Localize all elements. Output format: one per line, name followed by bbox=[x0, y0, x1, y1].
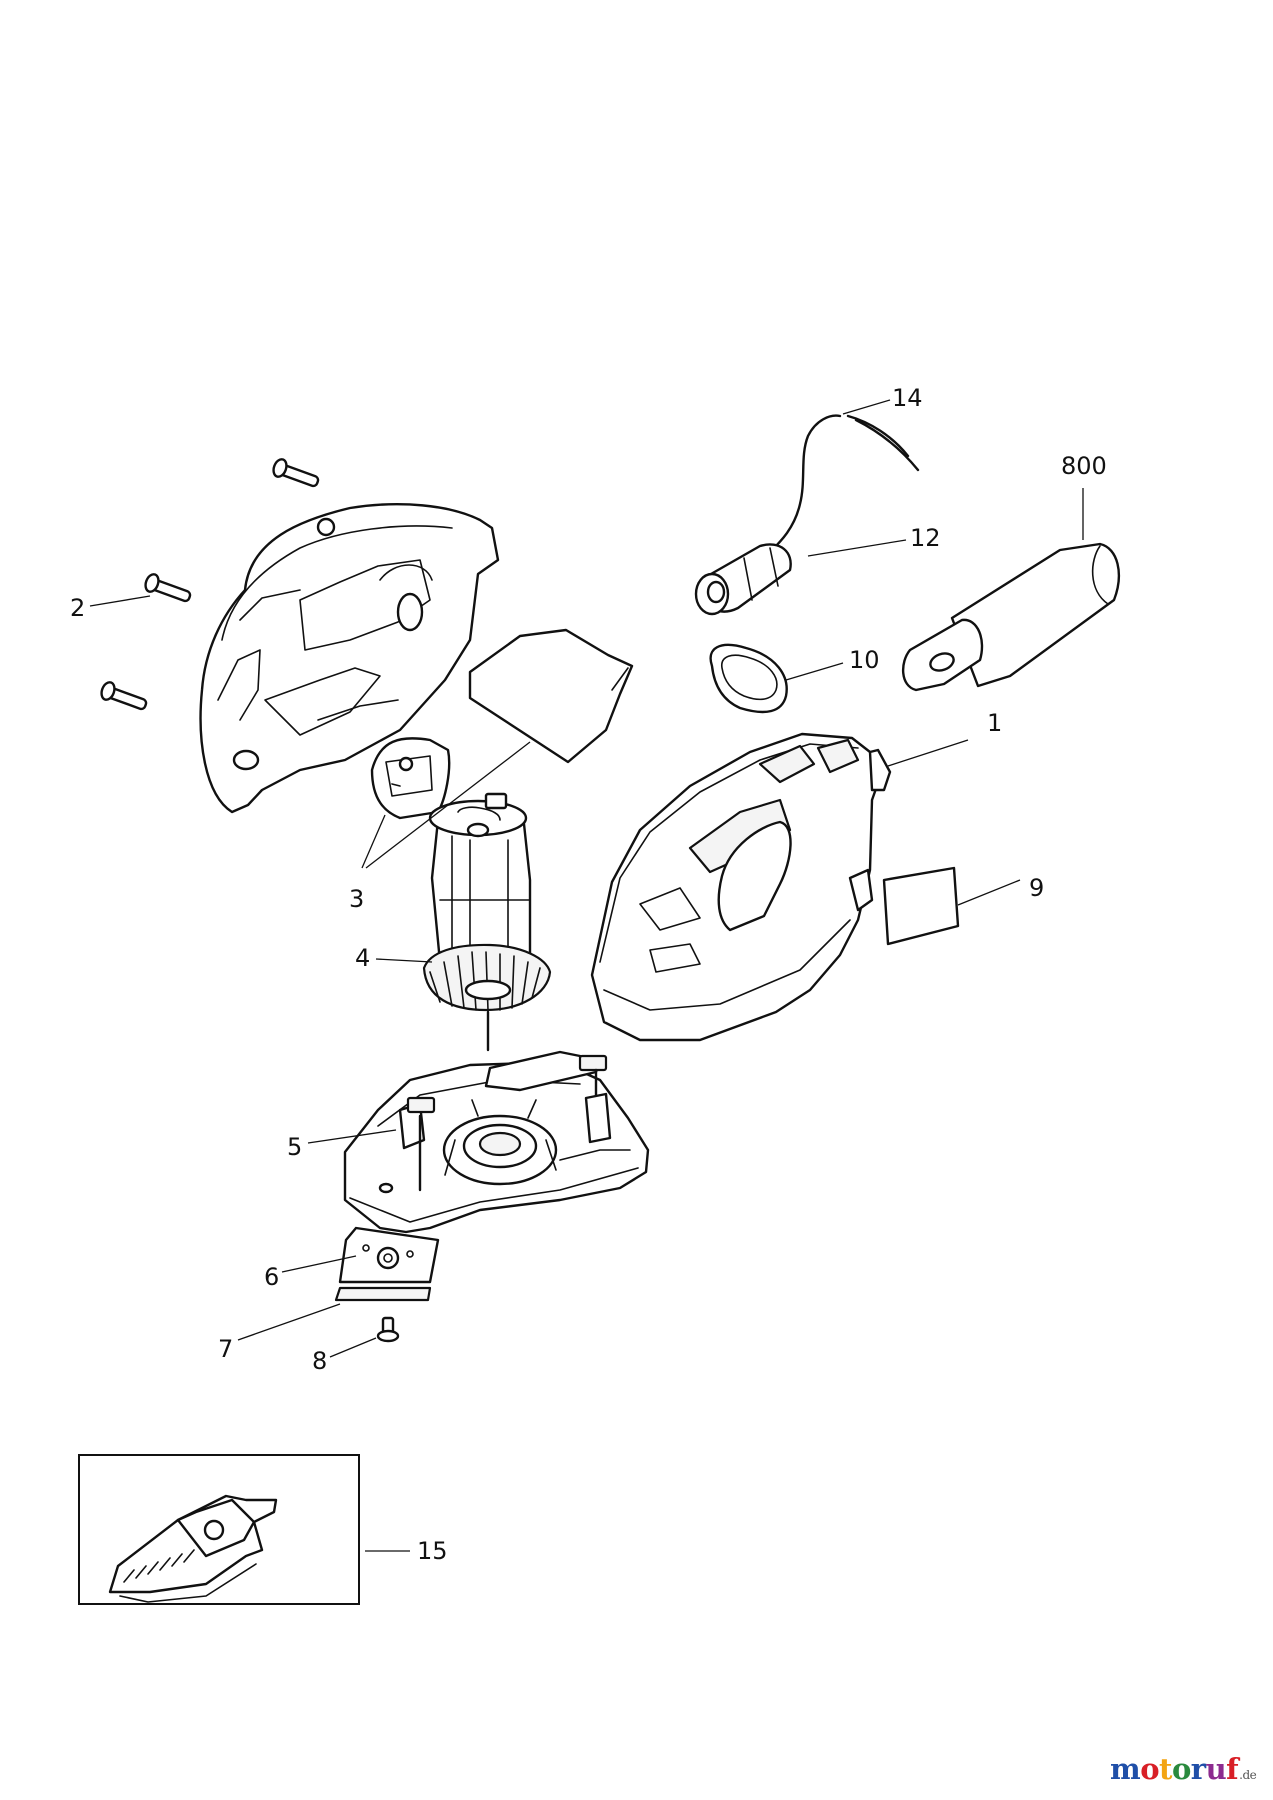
callout-12: 12 bbox=[910, 524, 941, 552]
watermark-letter: o bbox=[1171, 1752, 1191, 1786]
callout-9: 9 bbox=[1029, 874, 1044, 902]
watermark-letter: f bbox=[1226, 1752, 1239, 1786]
leader-4 bbox=[375, 958, 433, 963]
leader-3b bbox=[365, 741, 531, 869]
leader-7 bbox=[237, 1303, 341, 1341]
callout-1: 1 bbox=[987, 709, 1002, 737]
leader-12 bbox=[807, 539, 907, 557]
callout-4: 4 bbox=[355, 944, 370, 972]
callout-6: 6 bbox=[264, 1263, 279, 1291]
leader-6 bbox=[281, 1255, 357, 1273]
power-cord bbox=[766, 414, 920, 556]
leader-9 bbox=[957, 879, 1021, 906]
label-sticker bbox=[882, 866, 960, 946]
screw-middle bbox=[144, 573, 192, 603]
accessory-frame bbox=[78, 1454, 360, 1605]
screw-lower bbox=[100, 681, 148, 711]
watermark-letter: o bbox=[1140, 1752, 1160, 1786]
main-housing bbox=[590, 732, 892, 1042]
insulation-card bbox=[468, 628, 634, 764]
watermark-letter: m bbox=[1110, 1752, 1141, 1786]
callout-3: 3 bbox=[349, 885, 364, 913]
sanding-pad bbox=[338, 1226, 440, 1284]
watermark-letter: u bbox=[1205, 1752, 1227, 1786]
callout-2: 2 bbox=[70, 594, 85, 622]
switch bbox=[370, 737, 451, 820]
leader-10 bbox=[785, 662, 844, 681]
cord-grommet bbox=[694, 543, 792, 616]
watermark-letter: r bbox=[1190, 1752, 1206, 1786]
watermark-logo: motoruf.de bbox=[1110, 1752, 1257, 1786]
housing-left-half bbox=[199, 503, 500, 814]
watermark-letter: t bbox=[1159, 1752, 1172, 1786]
dust-bag bbox=[902, 542, 1121, 692]
motor bbox=[422, 792, 552, 1052]
leader-14 bbox=[842, 399, 891, 415]
callout-800: 800 bbox=[1061, 452, 1107, 480]
callout-10: 10 bbox=[849, 646, 880, 674]
dust-seal-ring bbox=[709, 643, 788, 714]
callout-5: 5 bbox=[287, 1133, 302, 1161]
leader-8 bbox=[329, 1337, 377, 1358]
base-plate bbox=[343, 1050, 650, 1234]
watermark-tld: .de bbox=[1239, 1768, 1257, 1782]
callout-8: 8 bbox=[312, 1347, 327, 1375]
leader-3a bbox=[361, 814, 386, 869]
leader-2 bbox=[89, 595, 151, 607]
base-screw bbox=[376, 1316, 400, 1343]
screw-top bbox=[272, 458, 320, 488]
leader-1 bbox=[887, 739, 969, 767]
callout-14: 14 bbox=[892, 384, 923, 412]
callout-7: 7 bbox=[218, 1335, 233, 1363]
callout-15: 15 bbox=[417, 1537, 448, 1565]
sanding-sheet bbox=[334, 1286, 432, 1302]
leader-5 bbox=[307, 1129, 397, 1144]
